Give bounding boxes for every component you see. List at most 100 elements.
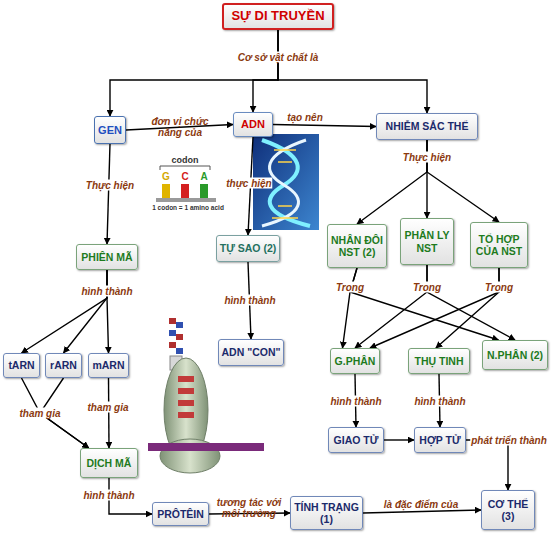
edge-label: thực hiện <box>225 178 272 189</box>
connector-arrow <box>253 30 278 112</box>
edge-label: Trong <box>412 282 442 293</box>
node-label: TỰ SAO (2) <box>220 242 277 254</box>
node-label: tARN <box>8 359 34 371</box>
edge-label: tham gia <box>18 408 61 419</box>
connector-arrow <box>363 510 481 513</box>
node-label: GEN <box>98 124 122 137</box>
concept-box: GIAO TỬ <box>328 427 384 453</box>
node-label: mARN <box>92 359 124 371</box>
concept-box: TÍNH TRẠNG (1) <box>290 496 363 530</box>
connector-arrow <box>273 125 376 127</box>
base-letter: A <box>200 172 207 182</box>
concept-box: tARN <box>3 353 40 378</box>
node-label: PRÔTÊIN <box>157 508 204 520</box>
edge-label: phát triển thành <box>470 435 548 446</box>
concept-box: GEN <box>94 116 126 144</box>
base-bar <box>181 184 189 199</box>
codon-note: 1 codon = 1 amino acid <box>152 205 224 212</box>
node-label: HỢP TỬ <box>419 434 460 446</box>
edge-label: hình thành <box>80 286 133 297</box>
node-label: PHÂN LY NST <box>403 229 451 253</box>
connector-arrow <box>107 144 110 244</box>
base-bar <box>200 184 208 199</box>
ribosome-band <box>178 388 194 394</box>
concept-box: HỢP TỬ <box>414 427 466 453</box>
connector-arrow <box>370 268 499 348</box>
edge-label: Trong <box>484 282 514 293</box>
edge-label: hình thành <box>82 490 135 501</box>
base-bar <box>162 184 170 199</box>
concept-box: NHÂN ĐÔI NST (2) <box>327 224 387 268</box>
trna-piece <box>169 342 176 348</box>
edge-label: đơn vị chức năng của <box>142 116 218 138</box>
base-letter: C <box>181 172 188 182</box>
edge-label: tương tác với môi trường <box>212 497 286 519</box>
edge-label: hình thành <box>413 396 466 407</box>
node-label: NHÂN ĐÔI NST (2) <box>330 234 384 258</box>
connector-arrow <box>436 268 499 348</box>
concept-box: SỰ DI TRUYỀN <box>222 3 334 30</box>
node-label: ADN "CON" <box>222 346 281 358</box>
concept-box: ADN "CON" <box>218 339 284 366</box>
concept-box: rARN <box>45 353 82 378</box>
node-label: CƠ THỂ (3) <box>484 498 532 522</box>
connector-arrow <box>64 270 108 353</box>
node-label: N.PHÂN (2) <box>487 349 543 361</box>
backbone <box>156 198 216 202</box>
connector-arrow <box>278 30 427 113</box>
concept-box: mARN <box>88 353 129 378</box>
edge-label: Thực hiện <box>402 152 452 163</box>
connector-arrow <box>343 268 358 348</box>
codon-illustration <box>156 166 216 202</box>
concept-box: ADN <box>233 112 273 137</box>
concept-box: N.PHÂN (2) <box>482 340 548 370</box>
node-label: ADN <box>241 118 265 131</box>
trna-piece <box>176 322 183 328</box>
node-label: G.PHÂN <box>335 355 376 367</box>
concept-box: NHIỄM SẮC THỂ <box>376 113 478 140</box>
node-label: PHIÊN MÃ <box>81 251 132 263</box>
edge-label: Trong <box>335 282 365 293</box>
edge-label: tạo nên <box>286 112 324 123</box>
trna-piece <box>169 318 176 324</box>
trna-piece <box>176 348 183 354</box>
connector-arrow <box>355 265 427 348</box>
ribosome-band <box>178 412 194 418</box>
edge-label: Cơ sở vật chất là <box>237 52 320 63</box>
ribosome-band <box>178 376 194 382</box>
base-pairs <box>272 150 298 218</box>
codon-caption: codon <box>172 156 199 165</box>
concept-box: THỤ TINH <box>408 348 470 374</box>
trna-piece <box>176 334 183 340</box>
edge-label: hình thành <box>329 396 382 407</box>
base-letter: G <box>162 172 170 182</box>
edge-label: tham gia <box>86 402 129 413</box>
connector-arrow <box>466 440 508 490</box>
node-label: GIAO TỬ <box>334 434 379 446</box>
edge-label: hình thành <box>223 295 276 306</box>
connector-arrow <box>384 439 414 440</box>
concept-box: PHIÊN MÃ <box>76 244 138 270</box>
edge-label: là đặc điểm của <box>383 499 459 510</box>
connector-arrow <box>22 270 108 353</box>
concept-box: PRÔTÊIN <box>152 502 209 526</box>
mrna-strip <box>148 443 264 451</box>
connector-arrow <box>110 30 278 116</box>
ribosome-band <box>178 400 194 406</box>
concept-box: CƠ THỂ (3) <box>481 490 535 530</box>
node-label: TÍNH TRẠNG (1) <box>293 501 360 525</box>
node-label: TỔ HỢP CỦA NST <box>473 233 525 257</box>
node-label: DỊCH MÃ <box>87 457 132 469</box>
edge-label: Thực hiện <box>85 180 135 191</box>
node-label: SỰ DI TRUYỀN <box>231 9 324 24</box>
connector-arrow <box>107 270 109 353</box>
concept-box: TỔ HỢP CỦA NST <box>470 222 528 268</box>
connector-arrow <box>108 378 110 448</box>
node-label: THỤ TINH <box>415 355 464 367</box>
connector-arrow <box>427 265 515 340</box>
concept-box: G.PHÂN <box>330 348 380 374</box>
concept-box: DỊCH MÃ <box>80 448 138 478</box>
codon-bracket <box>160 166 210 170</box>
concept-box: PHÂN LY NST <box>400 218 454 265</box>
